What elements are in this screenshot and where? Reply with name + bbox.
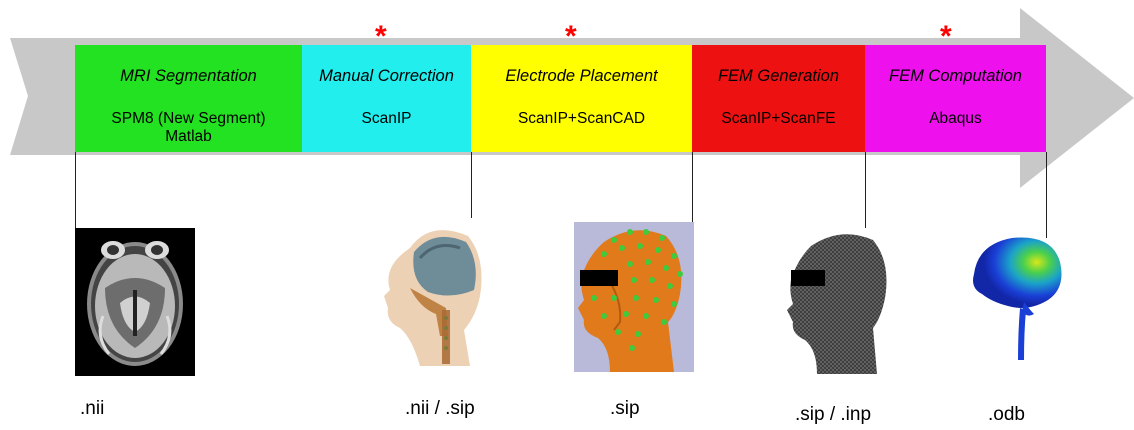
stage-tool: ScanIP [361,110,412,127]
connector-line [865,152,866,228]
stage-title: FEM Generation [717,67,840,85]
stage-title: MRI Segmentation [120,67,257,85]
stage-title: Electrode Placement [505,67,658,85]
stage-fem-computation: FEM Computation Abaqus [865,45,1046,152]
stage-electrode-placement: Electrode Placement ScanIP+ScanCAD [471,45,692,152]
file-label-sip: .sip [610,398,640,419]
connector-line [1046,152,1047,238]
segmented-head-image [380,218,490,368]
connector-line [692,152,693,224]
stage-title: FEM Computation [889,67,1022,85]
stage-tool: ScanIP+ScanCAD [517,110,646,127]
head-mesh-image [783,228,893,376]
stage-tool: ScanIP+ScanFE [721,110,836,127]
eye-mask-bar [580,270,618,286]
eye-mask-bar [791,270,825,286]
connector-line [75,152,76,228]
star-marker-fem-computation: * [940,20,952,53]
stage-title: Manual Correction [319,67,454,85]
stage-manual-correction: Manual Correction ScanIP [302,45,471,152]
electrode-head-image [574,222,694,372]
file-label-nii: .nii [80,398,105,419]
star-marker-manual-correction: * [375,20,387,53]
file-label-nii-sip: .nii / .sip [405,398,475,419]
connector-line [471,152,472,218]
file-label-sip-inp: .sip / .inp [795,404,872,425]
stage-tool: Abaqus [929,110,982,127]
stage-fem-generation: FEM Generation ScanIP+ScanFE [692,45,865,152]
stage-tool: SPM8 (New Segment) Matlab [111,110,266,145]
mri-slice-image [75,228,195,376]
star-marker-electrode-placement: * [565,20,577,53]
brain-result-image [968,232,1068,362]
stage-mri-segmentation: MRI Segmentation SPM8 (New Segment) Matl… [75,45,302,152]
file-label-odb: .odb [988,404,1025,425]
